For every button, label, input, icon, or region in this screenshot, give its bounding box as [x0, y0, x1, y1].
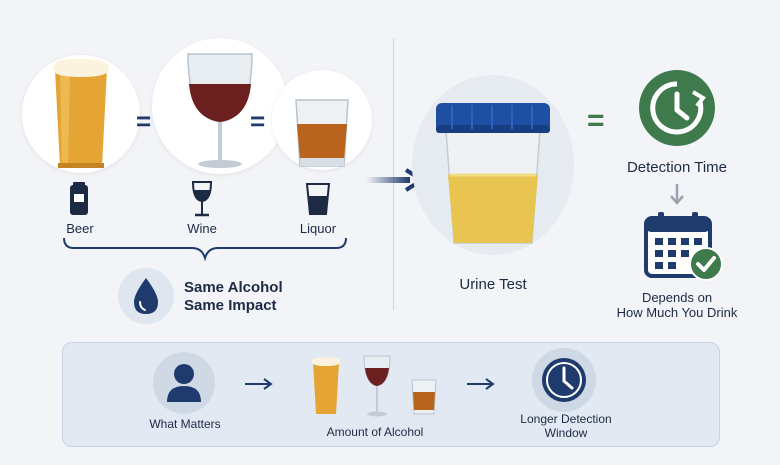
wine-glass-image — [187, 53, 253, 168]
liquor-glass-small-image — [411, 379, 437, 415]
person-icon — [167, 364, 201, 402]
equals-sign: = — [136, 106, 152, 136]
depends-on-line2: How Much You Drink — [616, 305, 738, 320]
liquor-glass-image — [295, 99, 349, 167]
section-divider — [393, 38, 394, 310]
beer-can-icon — [70, 182, 88, 215]
clock-small-icon — [542, 358, 586, 402]
depends-on-line1: Depends on — [641, 290, 713, 305]
urine-test-label: Urine Test — [459, 276, 527, 293]
urine-cup-image — [436, 103, 550, 244]
longer-detection-line2: Window — [544, 426, 588, 440]
what-matters-label: What Matters — [149, 417, 221, 431]
same-alcohol-text: Same Alcohol — [184, 279, 283, 296]
beer-glass-image — [53, 58, 109, 168]
wine-glass-icon — [191, 181, 213, 217]
equals-sign-green: = — [587, 104, 605, 137]
same-impact-text: Same Impact — [184, 297, 277, 314]
longer-detection-line1: Longer Detection — [520, 412, 612, 426]
right-arrow-icon — [467, 378, 495, 390]
amount-of-alcohol-label: Amount of Alcohol — [326, 425, 424, 439]
liquor-label: Liquor — [299, 221, 337, 236]
wine-glass-small-image — [363, 355, 391, 417]
clock-icon — [639, 70, 715, 146]
detection-time-label: Detection Time — [626, 159, 728, 176]
right-arrow-icon — [245, 378, 273, 390]
down-arrow-icon — [670, 184, 684, 205]
grouping-bracket — [63, 237, 347, 262]
beer-label: Beer — [66, 221, 94, 236]
equals-sign: = — [250, 106, 266, 136]
calendar-check-icon — [644, 212, 723, 281]
beer-glass-small-image — [312, 357, 340, 414]
liquor-glass-icon — [305, 183, 331, 215]
water-drop-icon — [134, 278, 158, 314]
wine-label: Wine — [187, 221, 217, 236]
